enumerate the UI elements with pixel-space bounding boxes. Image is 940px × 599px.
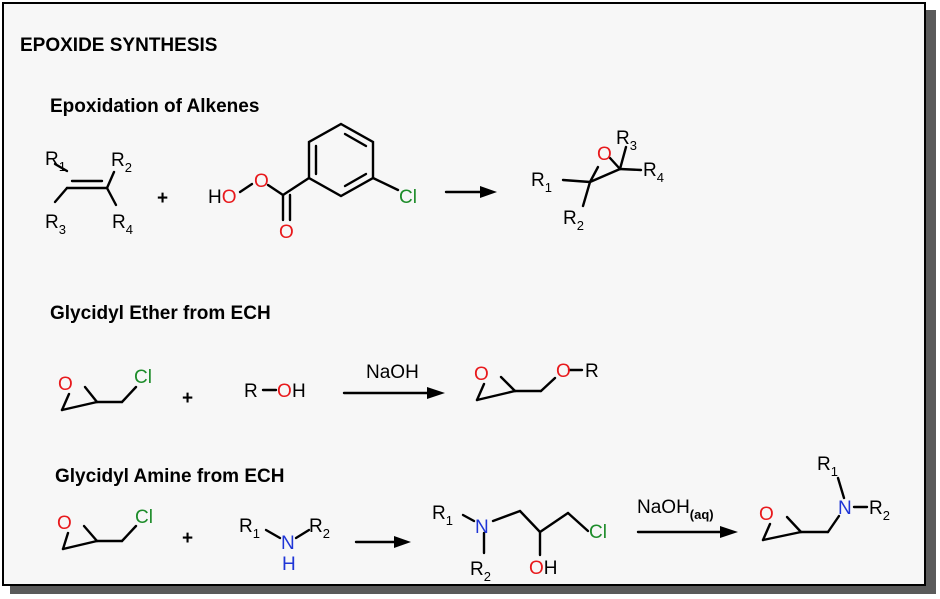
heading-glycidyl-ether: Glycidyl Ether from ECH <box>50 303 271 324</box>
epoxide-r1-label: R1 <box>531 170 552 195</box>
plus-sign-2: + <box>182 388 193 409</box>
alkene-structure: R1 R2 R3 R4 <box>45 149 133 237</box>
ech1-o-label: O <box>58 374 73 395</box>
plus-sign-1: + <box>157 188 168 209</box>
amine-product-r2-label: R2 <box>869 498 890 523</box>
epoxide-product: R1 O R3 R4 R2 <box>531 128 664 233</box>
intermediate-r2-label: R2 <box>470 559 491 584</box>
mcpba-ho-label: HO <box>208 187 237 208</box>
intermediate-n-label: N <box>475 517 489 538</box>
heading-glycidyl-amine: Glycidyl Amine from ECH <box>55 466 284 487</box>
ech-structure-2: O Cl <box>57 507 153 551</box>
heading-epoxidation-of-alkenes: Epoxidation of Alkenes <box>50 96 259 117</box>
secondary-amine-structure: R1 N H R2 <box>239 516 330 575</box>
ech2-o-label: O <box>57 513 72 534</box>
epoxide-r3-label: R3 <box>616 128 637 153</box>
arrow-2 <box>342 387 445 399</box>
arrow-3 <box>354 536 411 548</box>
ether-product-o-label: O <box>556 361 571 382</box>
plus-sign-3: + <box>182 528 193 549</box>
alcohol-r-label: R <box>244 381 258 402</box>
glycidyl-ether-product: O O R <box>474 361 599 402</box>
amine-h-label: H <box>282 554 296 575</box>
ech-structure-1: O Cl <box>58 367 152 412</box>
mcpba-carbonyl-o-label: O <box>279 222 294 243</box>
chlorohydrin-intermediate: R1 N R2 OH Cl <box>432 503 607 584</box>
ether-product-r-label: R <box>585 361 599 382</box>
alkene-r3-label: R3 <box>45 212 66 237</box>
amine-product-ring-o-label: O <box>759 504 774 525</box>
mcpba-peroxy-o-label: O <box>254 171 269 192</box>
epoxide-r2-label: R2 <box>563 208 584 233</box>
alcohol-h-label: H <box>292 381 306 402</box>
diagram-card <box>2 2 926 586</box>
ech2-cl-label: Cl <box>135 507 153 528</box>
ech1-cl-label: Cl <box>134 367 152 388</box>
amine-n-label: N <box>281 533 295 554</box>
intermediate-r1-label: R1 <box>432 503 453 528</box>
alcohol-o-label: O <box>277 381 292 402</box>
intermediate-oh-label: OH <box>529 558 558 579</box>
ether-product-ring-o-label: O <box>474 364 489 385</box>
amine-r1-label: R1 <box>239 516 260 541</box>
amine-r2-label: R2 <box>309 516 330 541</box>
intermediate-cl-label: Cl <box>589 522 607 543</box>
ether-reagent-naoh: NaOH <box>366 362 419 383</box>
epoxide-o-label: O <box>597 144 612 165</box>
alkene-r2-label: R2 <box>111 150 132 175</box>
arrow-4 <box>636 526 738 538</box>
alcohol-structure: R O H <box>244 381 306 402</box>
alkene-r4-label: R4 <box>112 212 133 237</box>
amine-product-n-label: N <box>838 498 852 519</box>
mcpba-cl-label: Cl <box>399 187 417 208</box>
epoxide-r4-label: R4 <box>643 160 664 185</box>
diagram-title: EPOXIDE SYNTHESIS <box>20 35 217 56</box>
amine-reagent-naoh: NaOH(aq) <box>637 497 714 522</box>
amine-product-r1-label: R1 <box>817 454 838 479</box>
arrow-1 <box>444 186 497 198</box>
alkene-r1-label: R1 <box>45 149 66 174</box>
mcpba-structure: HO O O Cl <box>208 122 417 243</box>
glycidyl-amine-product: O N R1 R2 <box>759 454 890 542</box>
